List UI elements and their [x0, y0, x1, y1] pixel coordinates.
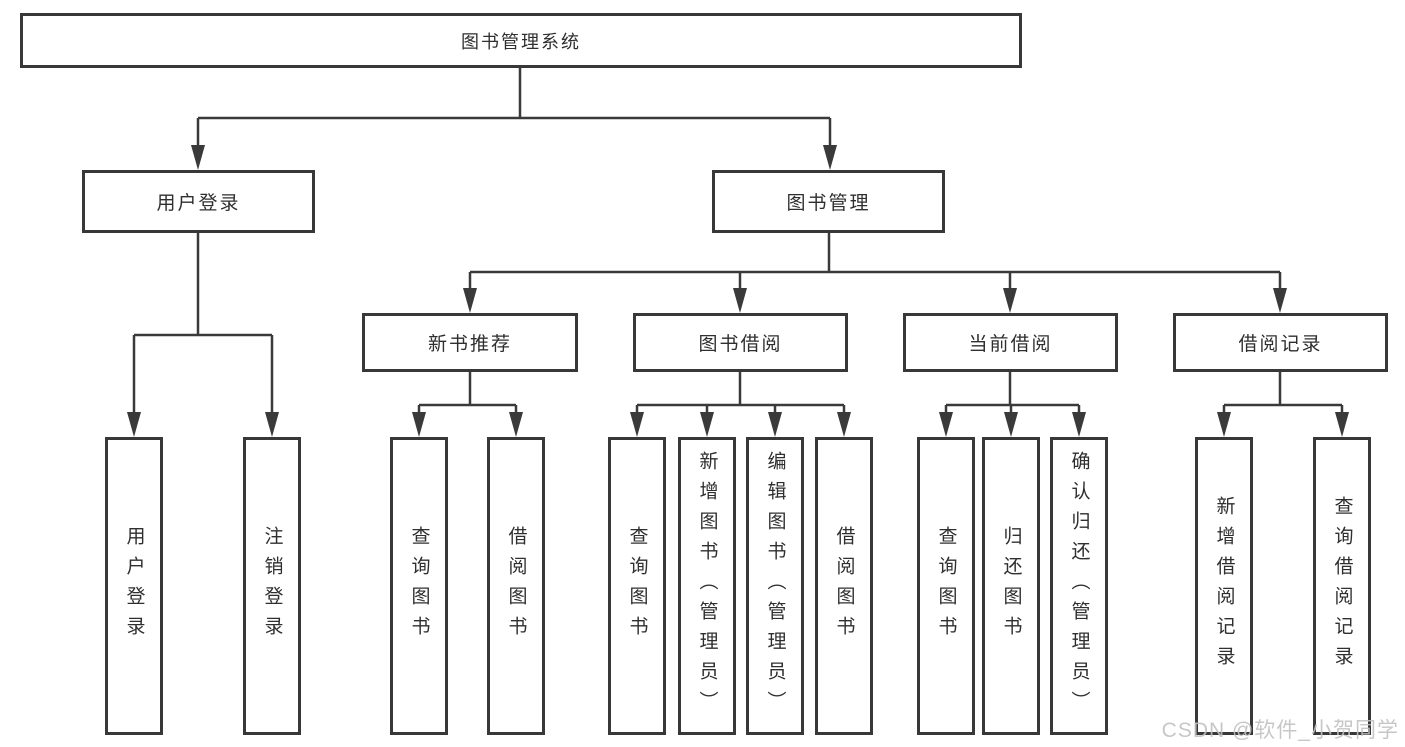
node-book-management: 图书管理 [712, 170, 945, 233]
leaf-label: 查询图书 [626, 526, 648, 646]
leaf-add-book-admin: 新增图书（管理员） [678, 437, 736, 735]
node-user-login: 用户登录 [82, 170, 315, 233]
leaf-edit-book-admin: 编辑图书（管理员） [746, 437, 804, 735]
leaf-label: 借阅图书 [505, 526, 527, 646]
leaf-logout: 注销登录 [243, 437, 301, 735]
leaf-query-books-recommend: 查询图书 [390, 437, 448, 735]
leaf-user-login: 用户登录 [105, 437, 163, 735]
leaf-label: 归还图书 [1000, 526, 1022, 646]
leaf-label: 新增借阅记录 [1213, 496, 1235, 676]
node-current-borrow: 当前借阅 [903, 313, 1118, 372]
leaf-label: 查询图书 [408, 526, 430, 646]
leaf-label: 查询图书 [935, 526, 957, 646]
node-label: 图书借阅 [698, 334, 783, 355]
node-library-management-system: 图书管理系统 [20, 13, 1022, 68]
node-label: 当前借阅 [968, 334, 1053, 355]
node-label: 图书管理系统 [461, 31, 581, 52]
node-label: 新书推荐 [427, 334, 512, 355]
node-book-borrow: 图书借阅 [633, 313, 848, 372]
node-label: 图书管理 [786, 193, 871, 214]
leaf-label: 借阅图书 [833, 526, 855, 646]
leaf-add-borrow-record: 新增借阅记录 [1195, 437, 1253, 735]
leaf-borrow-books-recommend: 借阅图书 [487, 437, 545, 735]
leaf-confirm-return-admin: 确认归还（管理员） [1050, 437, 1108, 735]
leaf-label: 确认归还（管理员） [1068, 451, 1090, 721]
node-label: 借阅记录 [1238, 334, 1323, 355]
leaf-query-borrow-record: 查询借阅记录 [1313, 437, 1371, 735]
leaf-label: 用户登录 [123, 526, 145, 646]
leaf-label: 编辑图书（管理员） [764, 451, 786, 721]
leaf-return-book: 归还图书 [982, 437, 1040, 735]
leaf-query-books-current: 查询图书 [917, 437, 975, 735]
leaf-label: 注销登录 [261, 526, 283, 646]
watermark: CSDN @软件_小贺同学 [1161, 719, 1399, 742]
node-label: 用户登录 [156, 193, 241, 214]
leaf-borrow-books: 借阅图书 [815, 437, 873, 735]
leaf-label: 新增图书（管理员） [696, 451, 718, 721]
leaf-label: 查询借阅记录 [1331, 496, 1353, 676]
arrowheads [127, 145, 1349, 437]
node-new-book-recommend: 新书推荐 [362, 313, 578, 372]
leaf-query-books-borrow: 查询图书 [608, 437, 666, 735]
node-borrow-records: 借阅记录 [1173, 313, 1388, 372]
